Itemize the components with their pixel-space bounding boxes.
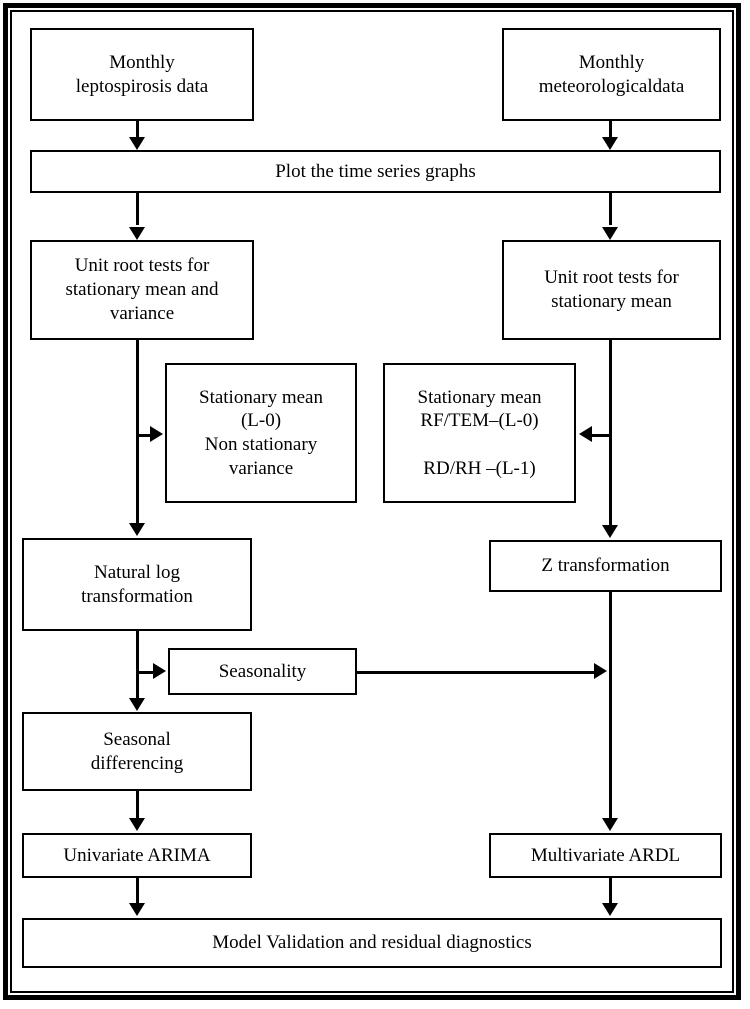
edge-arima-to-validation-line <box>136 878 139 905</box>
edge-arima-to-validation-arrow <box>129 903 145 916</box>
edge-meteorological-to-plot-line <box>609 121 612 139</box>
edge-leptospirosis-to-plot-line <box>136 121 139 139</box>
edge-ardl-to-validation-line <box>609 878 612 905</box>
node-univariate-arima[interactable]: Univariate ARIMA <box>22 833 252 878</box>
edge-plot-to-unitroot-left-arrow <box>129 227 145 240</box>
edge-plot-to-unitroot-left-line <box>136 193 139 225</box>
node-monthly-leptospirosis-data[interactable]: Monthly leptospirosis data <box>30 28 254 121</box>
edge-ztransform-trunk <box>609 592 612 820</box>
edge-unitroot-right-to-ztransform-arrow <box>602 525 618 538</box>
edge-unitroot-left-branch-arrow <box>150 426 163 442</box>
edge-unitroot-left-trunk <box>136 340 139 524</box>
node-unit-root-tests-mean[interactable]: Unit root tests for stationary mean <box>502 240 721 340</box>
edge-naturallog-to-seasonaldiff-arrow <box>129 698 145 711</box>
edge-plot-to-unitroot-right-line <box>609 193 612 225</box>
node-stationary-mean-rf-tem-rd-rh[interactable]: Stationary mean RF/TEM–(L-0) RD/RH –(L-1… <box>383 363 576 503</box>
node-monthly-meteorological-data[interactable]: Monthly meteorologicaldata <box>502 28 721 121</box>
node-seasonal-differencing[interactable]: Seasonal differencing <box>22 712 252 791</box>
edge-naturallog-branch-line <box>136 671 155 674</box>
edge-plot-to-unitroot-right-arrow <box>602 227 618 240</box>
outer-border-frame <box>3 3 741 1000</box>
edge-ztransform-to-ardl-arrow <box>602 818 618 831</box>
node-unit-root-tests-mean-variance[interactable]: Unit root tests for stationary mean and … <box>30 240 254 340</box>
node-z-transformation[interactable]: Z transformation <box>489 540 722 592</box>
edge-seasonality-to-ardl-arrow <box>594 663 607 679</box>
edge-unitroot-right-branch-line <box>592 434 610 437</box>
edge-meteorological-to-plot-arrow <box>602 137 618 150</box>
node-natural-log-transformation[interactable]: Natural log transformation <box>22 538 252 631</box>
edge-leptospirosis-to-plot-arrow <box>129 137 145 150</box>
edge-ardl-to-validation-arrow <box>602 903 618 916</box>
edge-seasonality-to-ardl-line <box>357 671 595 674</box>
node-seasonality[interactable]: Seasonality <box>168 648 357 695</box>
node-multivariate-ardl[interactable]: Multivariate ARDL <box>489 833 722 878</box>
inner-border-frame <box>10 10 734 993</box>
node-stationary-mean-nonstationary-variance[interactable]: Stationary mean (L-0) Non stationary var… <box>165 363 357 503</box>
node-model-validation[interactable]: Model Validation and residual diagnostic… <box>22 918 722 968</box>
edge-naturallog-to-seasonality-arrow <box>153 663 166 679</box>
edge-seasonaldiff-to-arima-line <box>136 791 139 819</box>
edge-unitroot-right-trunk <box>609 340 612 526</box>
edge-unitroot-left-to-naturallog-arrow <box>129 523 145 536</box>
edge-unitroot-left-branch-line <box>136 434 152 437</box>
edge-unitroot-right-branch-arrow <box>579 426 592 442</box>
edge-naturallog-trunk <box>136 631 139 699</box>
node-plot-time-series-graphs[interactable]: Plot the time series graphs <box>30 150 721 193</box>
edge-seasonaldiff-to-arima-arrow <box>129 818 145 831</box>
